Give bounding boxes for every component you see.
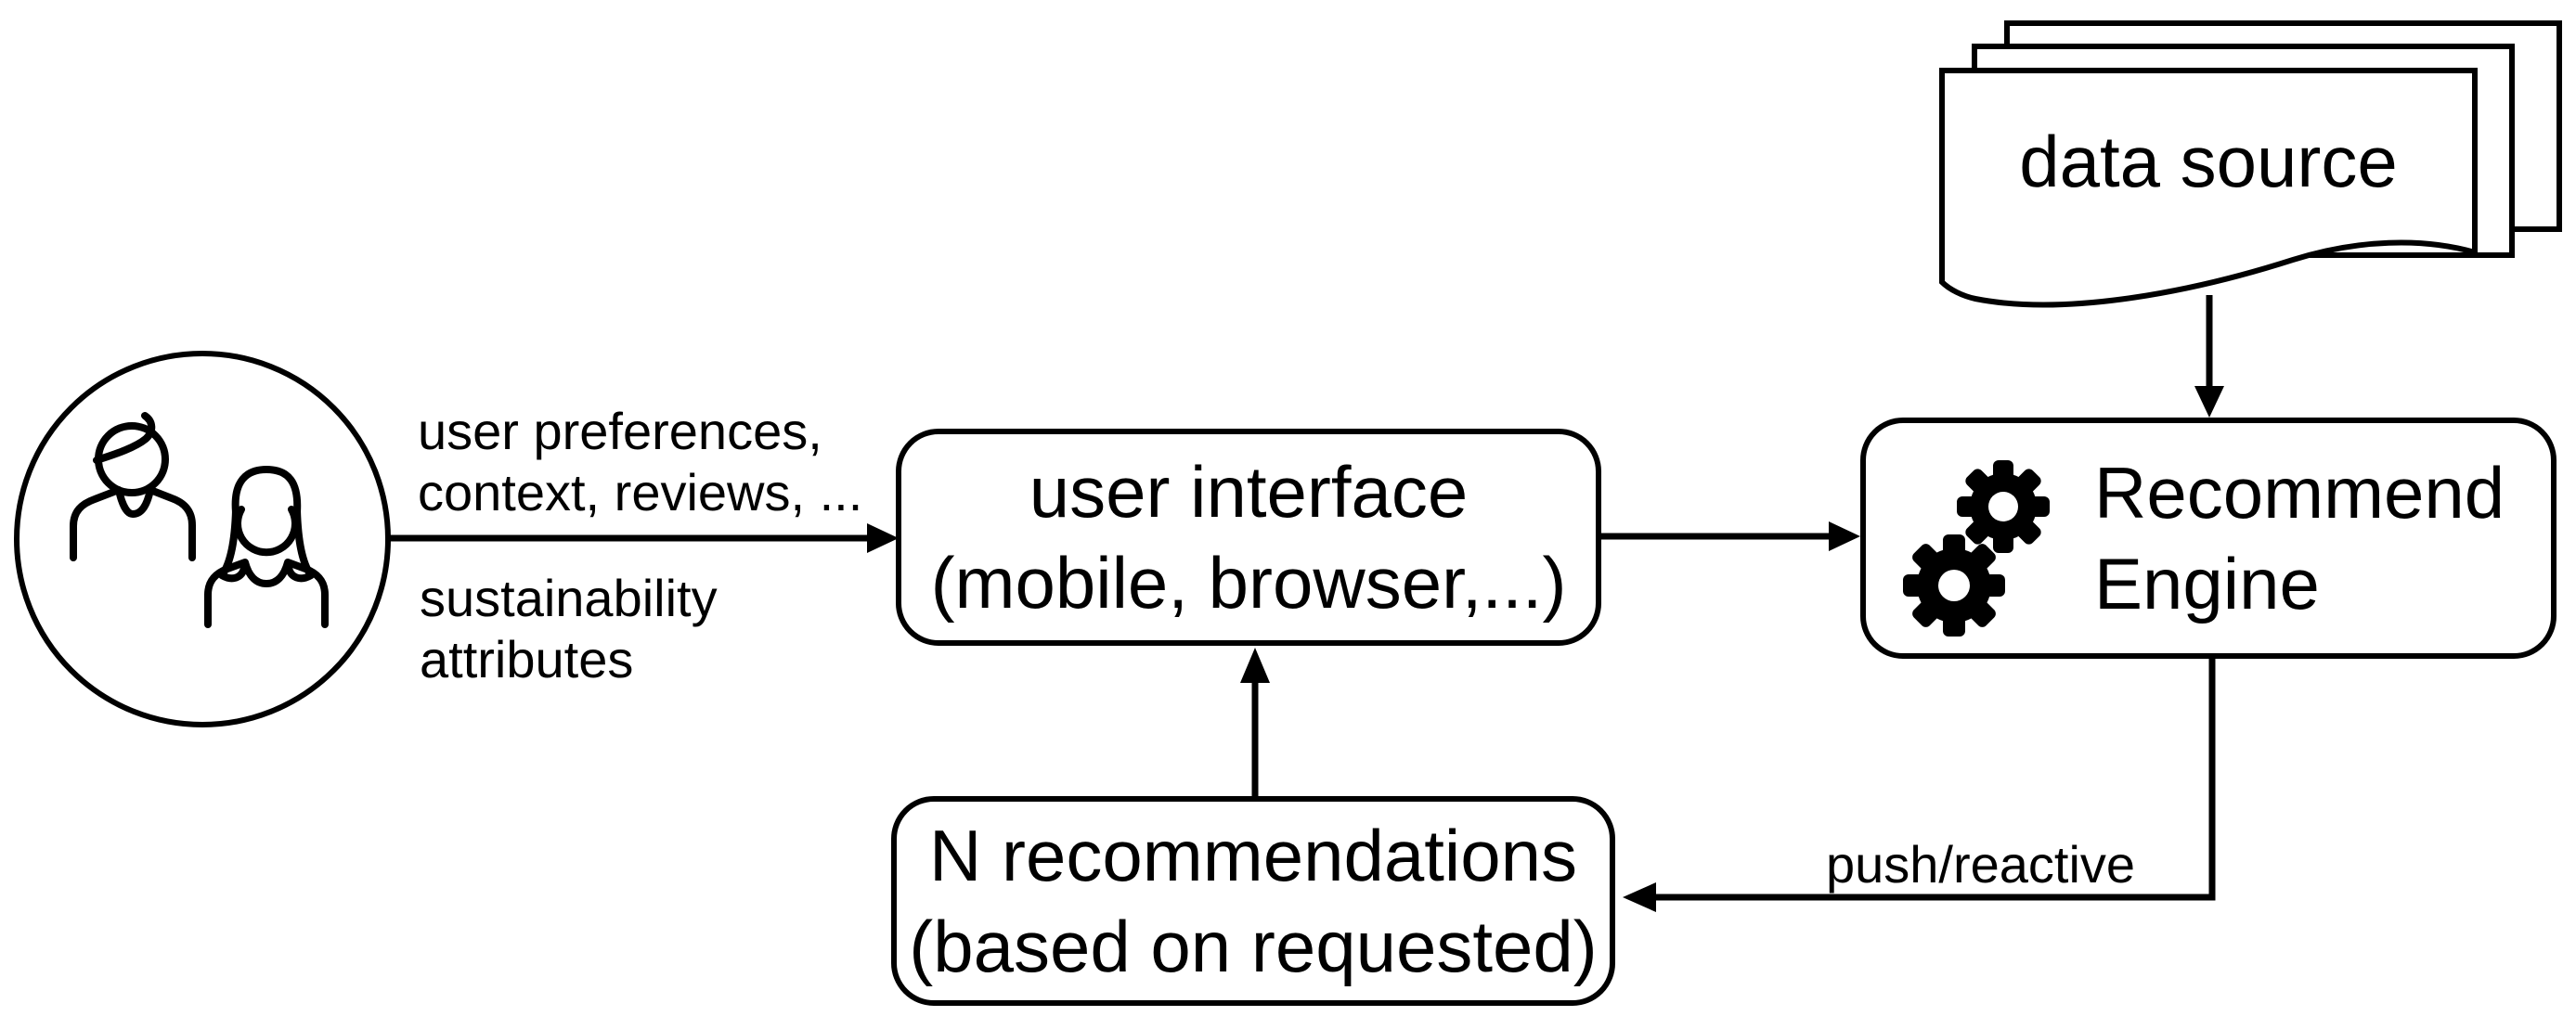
n-recommendations-label-line2: (based on requested) [909,906,1598,987]
users-to-ui-label-below-line2: attributes [420,630,634,688]
data-source-label: data source [2019,121,2398,202]
users-to-ui-label-below-line1: sustainability [420,569,718,627]
n-recommendations-box: N recommendations (based on requested) [891,796,1615,1006]
gear-bottom-icon [1903,534,2005,637]
users-to-ui-label-below: sustainability attributes [420,568,718,690]
person-female-icon [204,466,329,628]
gear-top-icon [1957,460,2050,553]
arrow-datasource-to-engine [2194,295,2224,418]
page-front-icon [1939,68,2478,308]
arrowhead-right-icon [1829,521,1860,551]
user-interface-label-line2: (mobile, browser,...) [930,542,1567,624]
arrowhead-down-icon [2194,386,2224,418]
arrow-engine-to-recommendations [1623,659,2216,912]
users-icon [14,351,391,727]
n-recommendations-label-line1: N recommendations [929,815,1577,896]
arrow-recommendations-to-ui [1240,648,1270,796]
user-interface-box: user interface (mobile, browser,...) [896,429,1601,646]
arrow-users-to-ui [388,523,899,553]
users-to-ui-label-above-line2: context, reviews, ... [418,463,863,521]
arrowhead-up-icon [1240,648,1270,683]
users-to-ui-label-above-line1: user preferences, [418,402,822,460]
user-interface-label-line1: user interface [1029,451,1469,533]
recommend-engine-box: Recommend Engine [1860,418,2557,659]
recommend-engine-label-line2: Engine [2094,543,2320,624]
arrowhead-right-icon [867,523,899,553]
gears-icon [1903,460,2050,637]
push-reactive-label: push/reactive [1826,835,2136,894]
person-male-icon [70,412,196,561]
arrow-ui-to-engine [1601,521,1860,551]
document-stack-icon [1939,20,2562,308]
arrowhead-left-icon [1623,882,1656,912]
recommend-engine-label-line1: Recommend [2094,452,2505,534]
users-to-ui-label-above: user preferences, context, reviews, ... [418,401,862,523]
